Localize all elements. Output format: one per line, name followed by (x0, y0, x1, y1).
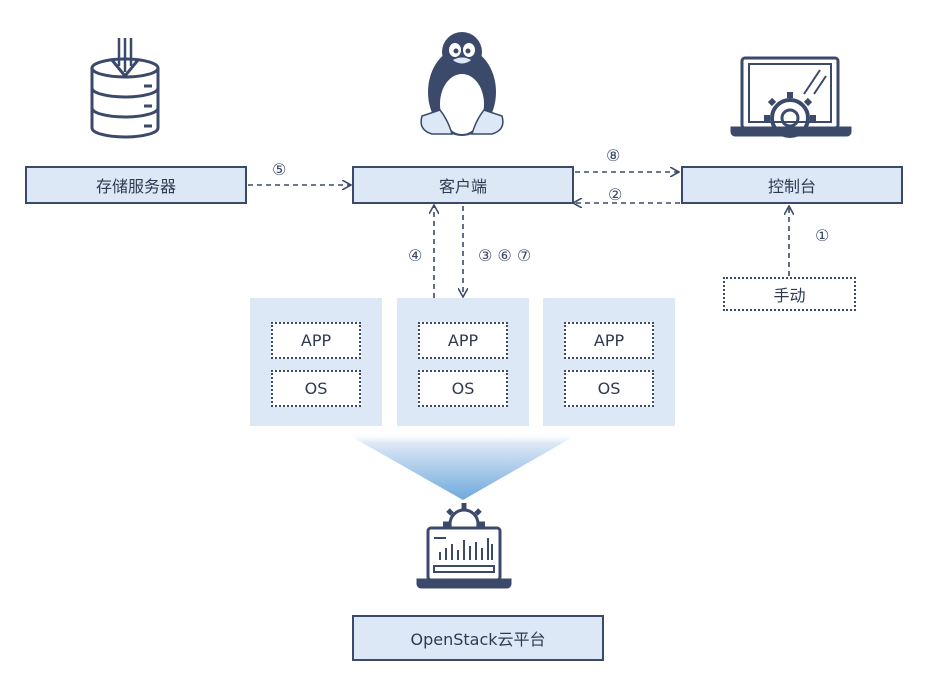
vm-app-label: APP (593, 331, 625, 350)
openstack-cloud-label: OpenStack云平台 (410, 630, 546, 649)
manual-label: 手动 (773, 286, 806, 305)
step-1-label: ① (815, 226, 830, 245)
vm-app-box: APP (271, 322, 361, 359)
step-8-label: ⑧ (606, 146, 621, 165)
vm-app-label: APP (300, 331, 332, 350)
step-2-label: ② (608, 185, 623, 204)
vm-panel-2: APP OS (397, 298, 529, 426)
laptop-chart-gear-icon (416, 503, 512, 589)
vm-os-box: OS (564, 370, 654, 407)
storage-server-node: 存储服务器 (25, 166, 247, 204)
step-3-6-7-label: ③ ⑥ ⑦ (478, 246, 532, 265)
vm-os-label: OS (451, 379, 475, 398)
vm-app-box: APP (564, 322, 654, 359)
cloud-beam (345, 433, 580, 500)
vm-os-box: OS (418, 370, 508, 407)
linux-penguin-icon (420, 32, 504, 136)
storage-server-label: 存储服务器 (95, 177, 176, 196)
laptop-gear-icon (730, 56, 852, 138)
vm-app-label: APP (447, 331, 479, 350)
manual-node: 手动 (723, 277, 856, 311)
step-5-label: ⑤ (272, 160, 287, 179)
console-node: 控制台 (681, 166, 903, 204)
database-download-icon (90, 38, 160, 139)
vm-panel-3: APP OS (543, 298, 675, 426)
console-label: 控制台 (767, 177, 816, 196)
vm-os-label: OS (597, 379, 621, 398)
client-label: 客户端 (438, 177, 487, 196)
client-node: 客户端 (352, 166, 574, 204)
openstack-cloud-node: OpenStack云平台 (352, 615, 604, 661)
vm-os-label: OS (304, 379, 328, 398)
vm-panel-1: APP OS (250, 298, 382, 426)
vm-app-box: APP (418, 322, 508, 359)
vm-os-box: OS (271, 370, 361, 407)
step-4-label: ④ (408, 246, 423, 265)
